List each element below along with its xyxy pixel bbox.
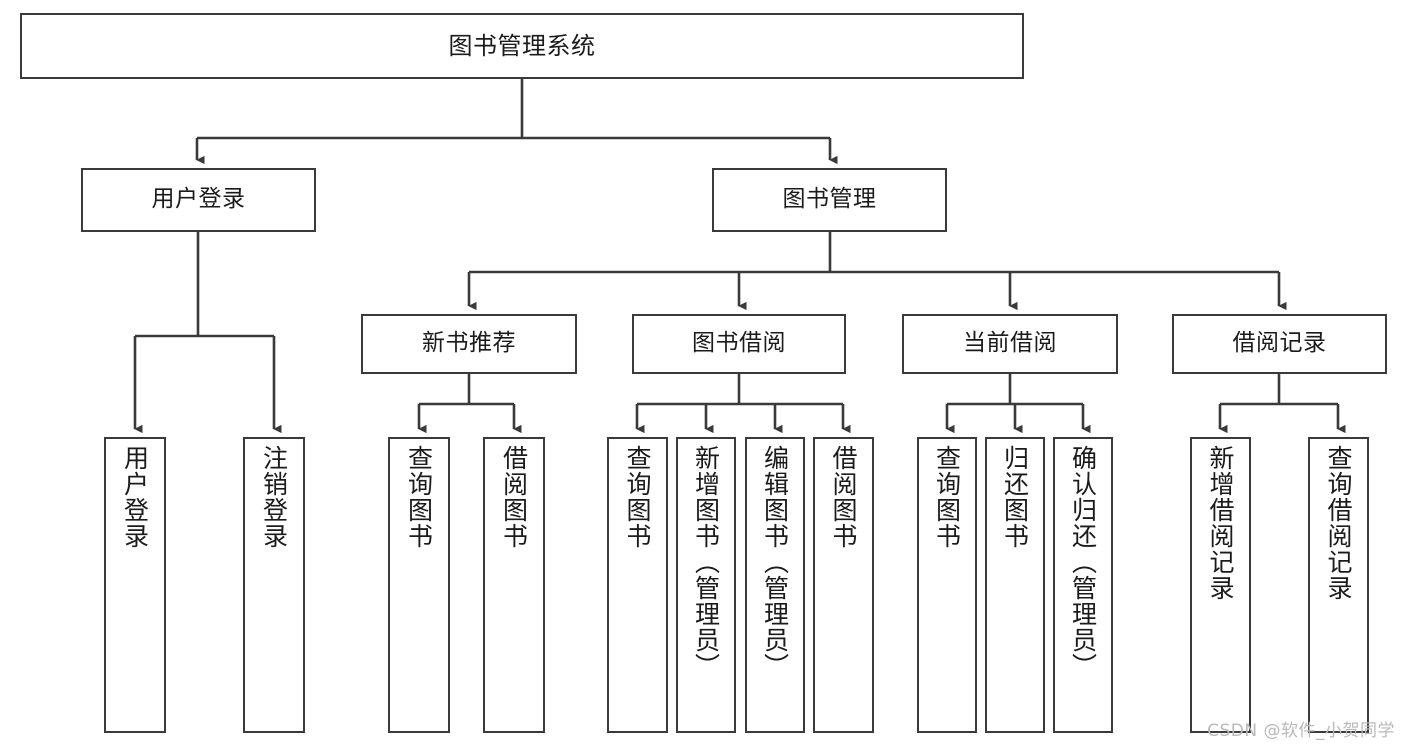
- node-leaf-user-login-label: 用户登录: [120, 445, 150, 549]
- node-current-borrow-label: 当前借阅: [963, 330, 1057, 357]
- node-leaf-query-book-1-label: 查询图书: [404, 445, 434, 549]
- node-root[interactable]: 图书管理系统: [20, 13, 1024, 79]
- node-borrow-record-label: 借阅记录: [1232, 330, 1327, 357]
- node-leaf-edit-book-label: 编辑图书（管理员）: [760, 445, 790, 679]
- node-leaf-query-book-1[interactable]: 查询图书: [388, 437, 450, 733]
- node-leaf-edit-book[interactable]: 编辑图书（管理员）: [745, 437, 805, 733]
- csdn-watermark: CSDN @软件_小贺同学: [1207, 721, 1395, 741]
- node-leaf-logout[interactable]: 注销登录: [243, 437, 305, 733]
- node-leaf-add-book[interactable]: 新增图书（管理员）: [676, 437, 736, 733]
- edge-current-borrow-to-leaves: [945, 374, 1091, 434]
- node-book-borrow[interactable]: 图书借阅: [632, 314, 846, 374]
- edge-book-admin-to-level3: [467, 232, 1287, 311]
- node-user-login-label: 用户登录: [151, 186, 246, 213]
- node-leaf-return-book-label: 归还图书: [1000, 445, 1030, 549]
- edge-root-to-level2: [195, 79, 838, 165]
- node-leaf-add-borrow-record-label: 新增借阅记录: [1206, 445, 1235, 601]
- node-leaf-confirm-return[interactable]: 确认归还（管理员）: [1053, 437, 1113, 733]
- node-book-admin-label: 图书管理: [782, 186, 877, 213]
- node-leaf-user-login[interactable]: 用户登录: [104, 437, 166, 733]
- node-leaf-query-book-2-label: 查询图书: [623, 445, 652, 549]
- node-user-login[interactable]: 用户登录: [81, 168, 316, 232]
- node-leaf-logout-label: 注销登录: [259, 445, 289, 549]
- node-leaf-borrow-book-2-label: 借阅图书: [829, 445, 858, 549]
- node-new-book-recommend[interactable]: 新书推荐: [361, 314, 577, 374]
- node-leaf-return-book[interactable]: 归还图书: [985, 437, 1045, 733]
- node-leaf-borrow-book-1-label: 借阅图书: [499, 445, 529, 549]
- node-leaf-query-book-3[interactable]: 查询图书: [917, 437, 977, 733]
- node-leaf-confirm-return-label: 确认归还（管理员）: [1068, 445, 1098, 679]
- node-leaf-query-borrow-record[interactable]: 查询借阅记录: [1308, 437, 1369, 733]
- node-leaf-borrow-book-2[interactable]: 借阅图书: [813, 437, 874, 733]
- node-leaf-query-book-2[interactable]: 查询图书: [607, 437, 668, 733]
- node-leaf-query-borrow-record-label: 查询借阅记录: [1324, 445, 1353, 601]
- node-leaf-add-borrow-record[interactable]: 新增借阅记录: [1190, 437, 1251, 733]
- node-leaf-query-book-3-label: 查询图书: [932, 445, 962, 549]
- node-new-book-recommend-label: 新书推荐: [422, 330, 516, 357]
- node-leaf-borrow-book-1[interactable]: 借阅图书: [483, 437, 545, 733]
- node-borrow-record[interactable]: 借阅记录: [1172, 314, 1387, 374]
- node-book-borrow-label: 图书借阅: [692, 330, 786, 357]
- edge-borrow-record-to-leaves: [1218, 374, 1346, 434]
- node-current-borrow[interactable]: 当前借阅: [902, 314, 1118, 374]
- node-root-label: 图书管理系统: [448, 31, 596, 60]
- node-leaf-add-book-label: 新增图书（管理员）: [691, 445, 721, 679]
- edge-book-borrow-to-leaves: [635, 374, 851, 434]
- edge-user-login-to-leaves: [133, 232, 282, 434]
- edge-new-book-recommend-to-leaves: [417, 374, 522, 434]
- node-book-admin[interactable]: 图书管理: [712, 168, 947, 232]
